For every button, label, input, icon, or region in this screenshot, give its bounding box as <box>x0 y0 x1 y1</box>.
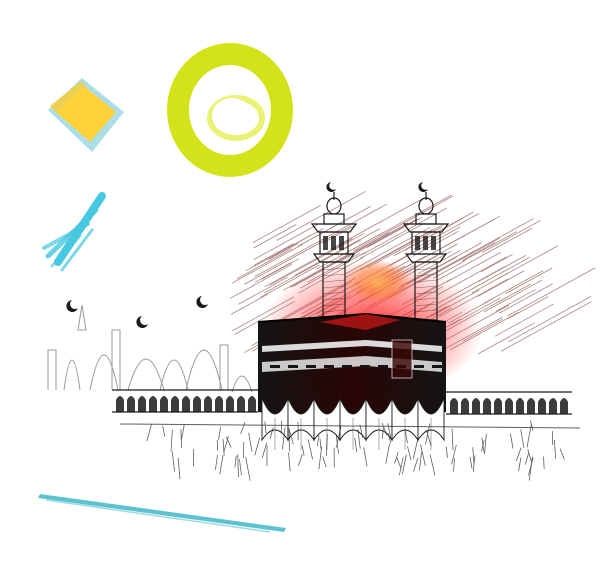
yellow-square-brush-mark <box>48 78 124 152</box>
teal-brush-stroke <box>38 494 286 533</box>
crescent-icon <box>66 296 208 328</box>
kaaba <box>257 312 447 424</box>
cyan-splash-brush-mark <box>42 192 106 272</box>
crescent-icon <box>326 182 336 192</box>
arcade-left <box>112 389 258 413</box>
crescent-icon <box>418 182 428 192</box>
arcade-right <box>446 391 572 415</box>
lime-ring-brush-mark <box>167 43 293 177</box>
ground-sketch <box>119 420 581 481</box>
city-skyline-left <box>47 304 253 393</box>
